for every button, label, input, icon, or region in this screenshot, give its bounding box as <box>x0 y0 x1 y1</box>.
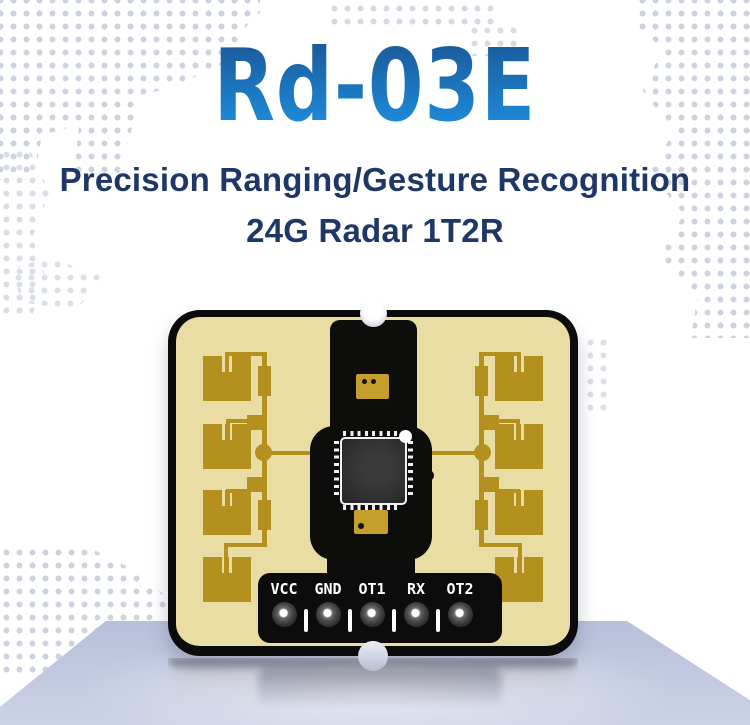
silkscreen-bump <box>411 441 422 452</box>
feed-elbow <box>479 477 499 492</box>
pin-label: RX <box>406 580 426 598</box>
pin-divider <box>348 609 352 632</box>
copper-trace <box>479 543 522 547</box>
radar-module-image: VCC GND OT1 RX OT2 <box>168 300 578 671</box>
pin-rx: RX <box>394 580 438 643</box>
product-title-text: Rd-03E <box>213 27 537 144</box>
pin-label: OT1 <box>358 580 386 598</box>
pin-pad-icon <box>447 602 473 627</box>
silkscreen-bump <box>314 472 325 483</box>
feed-elbow <box>479 415 499 430</box>
matching-segment <box>258 500 271 530</box>
copper-trace <box>518 543 522 573</box>
silkscreen-bump <box>417 455 428 466</box>
copper-trace <box>516 419 520 440</box>
copper-trace <box>225 352 229 372</box>
pin-gnd: GND <box>306 580 350 643</box>
world-map-dots-right <box>584 336 610 416</box>
feed-junction <box>255 444 272 461</box>
copper-trace <box>517 352 521 372</box>
copper-trace <box>496 419 520 423</box>
pin-pad-icon <box>315 602 341 627</box>
silkscreen-bump <box>417 485 428 496</box>
world-map-dots-top-center-2 <box>468 24 518 56</box>
pin-pad-icon <box>271 602 297 627</box>
silkscreen-bump <box>317 458 328 469</box>
pin-ot2: OT2 <box>438 580 482 643</box>
tagline-line-1: Precision Ranging/Gesture Recognition <box>59 161 691 198</box>
feed-junction <box>474 444 491 461</box>
world-map-dots-left-2 <box>12 258 104 310</box>
copper-trace <box>224 543 228 573</box>
silkscreen-bump <box>419 513 430 524</box>
pin-label: GND <box>314 580 342 598</box>
component-pad-dot <box>362 379 367 384</box>
smd-component <box>354 510 388 534</box>
copper-trace <box>496 489 520 493</box>
copper-trace <box>226 419 250 423</box>
radar-chip <box>340 437 407 505</box>
silkscreen-bump <box>423 470 434 481</box>
copper-trace <box>225 352 267 356</box>
pin-divider <box>392 609 396 632</box>
pcb-bottom-notch <box>358 641 388 671</box>
matching-segment <box>475 500 488 530</box>
chip-pins-bottom <box>343 505 401 510</box>
pin-vcc: VCC <box>262 580 306 643</box>
copper-trace <box>224 543 267 547</box>
chip-feed-trace <box>268 451 318 455</box>
matching-segment <box>258 366 271 396</box>
feed-elbow <box>247 415 267 430</box>
copper-trace <box>226 489 230 506</box>
silkscreen-bump <box>413 527 424 538</box>
tagline-line-2: 24G Radar 1T2R <box>246 212 504 249</box>
silkscreen-bump <box>411 499 422 510</box>
chip-pin1-marker <box>399 430 412 443</box>
product-title: Rd-03E <box>0 36 750 136</box>
copper-trace <box>226 419 230 440</box>
smd-component <box>356 374 389 399</box>
world-map-dots-top-center <box>328 2 498 25</box>
chip-pins-top <box>343 431 401 436</box>
pin-header: VCC GND OT1 RX OT2 <box>258 573 502 643</box>
matching-segment <box>475 366 488 396</box>
chip-pins-right <box>408 441 413 497</box>
pin-pad-icon <box>403 602 429 627</box>
feed-elbow <box>247 477 267 492</box>
pin-label: OT2 <box>446 580 474 598</box>
pin-pad-icon <box>359 602 385 627</box>
copper-trace <box>479 352 521 356</box>
silkscreen-bump <box>317 486 328 497</box>
component-pad-dot <box>358 523 364 529</box>
pin-divider <box>304 609 308 632</box>
component-pad-dot <box>371 379 376 384</box>
pcb-top-notch <box>360 300 387 327</box>
copper-trace <box>226 489 250 493</box>
chip-pins-left <box>334 441 339 497</box>
chip-feed-trace <box>428 451 478 455</box>
pin-ot1: OT1 <box>350 580 394 643</box>
reflection-pin-header <box>258 669 502 707</box>
pin-label: VCC <box>270 580 298 598</box>
pin-divider <box>436 609 440 632</box>
copper-trace <box>516 489 520 506</box>
